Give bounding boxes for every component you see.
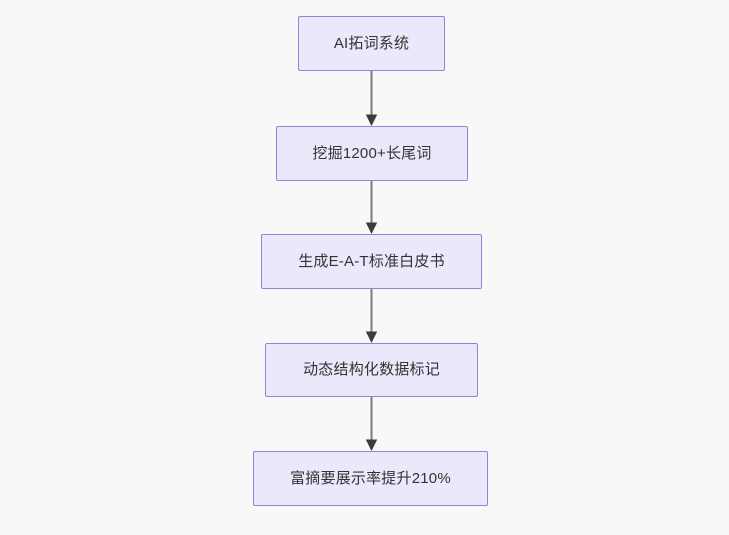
flow-node-generate-eat-whitepaper[interactable]: 生成E-A-T标准白皮书 [261,234,482,289]
flow-node-ai-keyword-system[interactable]: AI拓词系统 [298,16,445,71]
edge-node2-node3 [365,289,378,343]
flow-node-label: 挖掘1200+长尾词 [312,144,432,162]
flow-node-mine-longtail-keywords[interactable]: 挖掘1200+长尾词 [276,126,468,181]
flow-node-label: 富摘要展示率提升210% [290,469,451,487]
edge-node3-node4 [365,397,378,451]
flow-node-dynamic-structured-data-markup[interactable]: 动态结构化数据标记 [265,343,478,397]
flow-node-label: 动态结构化数据标记 [303,361,440,378]
edge-node0-node1 [365,71,378,126]
flow-node-label: 生成E-A-T标准白皮书 [298,252,445,270]
edge-node1-node2 [365,181,378,234]
flow-node-rich-snippet-rate-increase[interactable]: 富摘要展示率提升210% [253,451,488,506]
flow-node-label: AI拓词系统 [333,34,410,52]
